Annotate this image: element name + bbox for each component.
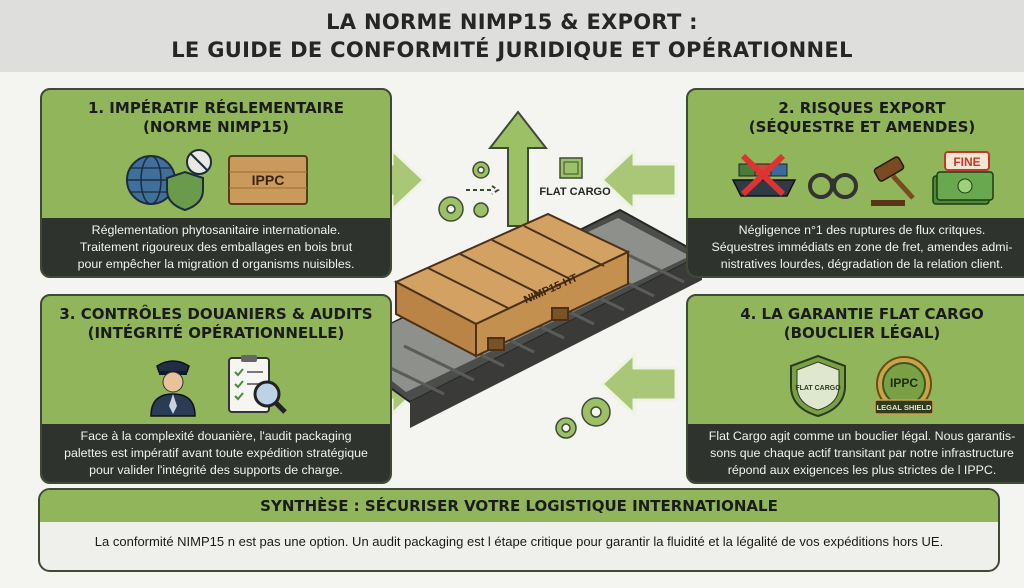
desc-line: Réglementation phytosanitaire internatio… (91, 223, 341, 237)
panel-title: 2. RISQUES EXPORT (SÉQUESTRE ET AMENDES) (688, 99, 1024, 137)
globe-shield-icon (126, 149, 212, 212)
svg-text:LEGAL SHIELD: LEGAL SHIELD (877, 403, 932, 412)
desc-line: sons que chaque actif transitant par not… (710, 446, 1014, 460)
arrow-right-bottom (599, 350, 678, 418)
panel-title-line1: 4. LA GARANTIE FLAT CARGO (740, 305, 984, 323)
panel-title-line2: (BOUCLIER LÉGAL) (783, 324, 941, 342)
panel-title-line1: 2. RISQUES EXPORT (778, 99, 946, 117)
panel-icons (42, 354, 390, 418)
panel-regulatory: 1. IMPÉRATIF RÉGLEMENTAIRE (NORME NIMP15… (40, 88, 392, 278)
desc-line: Négligence n°1 des ruptures de flux crit… (738, 223, 986, 237)
panel-description: Face à la complexité douanière, l'audit … (42, 424, 390, 482)
customs-officer-icon (150, 360, 196, 417)
synthesis-title: SYNTHÈSE : SÉCURISER VOTRE LOGISTIQUE IN… (40, 490, 998, 522)
panel-description: Flat Cargo agit comme un bouclier légal.… (688, 424, 1024, 482)
brand-label: FLAT CARGO (539, 186, 611, 198)
pallet-illustration (393, 212, 631, 358)
svg-text:FINE: FINE (953, 155, 980, 169)
desc-line: pour valider l'intégrité des supports de… (89, 463, 343, 477)
svg-text:IPPC: IPPC (890, 376, 918, 390)
svg-text:FLAT CARGO: FLAT CARGO (795, 385, 841, 392)
panel-customs-audits: 3. CONTRÔLES DOUANIERS & AUDITS (INTÉGRI… (40, 294, 392, 484)
gear-icon (555, 397, 611, 439)
cargo-ship-blocked-icon (731, 153, 797, 197)
panel-icons: IPPC (42, 148, 390, 212)
desc-line: Flat Cargo agit comme un bouclier légal.… (708, 429, 1016, 443)
ippc-seal-icon: IPPC LEGAL SHIELD (874, 356, 934, 415)
flow-dashes (466, 185, 500, 195)
audit-checklist-icon (228, 355, 287, 414)
fine-money-icon: FINE (932, 151, 994, 205)
shield-icon: FLAT CARGO (790, 354, 846, 418)
panel-title: 1. IMPÉRATIF RÉGLEMENTAIRE (NORME NIMP15… (42, 99, 390, 137)
panel-title-line2: (NORME NIMP15) (143, 118, 289, 136)
panel-description: Réglementation phytosanitaire internatio… (42, 218, 390, 276)
desc-line: Séquestres immédiats en zone de fret, am… (711, 240, 1013, 254)
logo-icon (559, 157, 583, 179)
panel-description: Négligence n°1 des ruptures de flux crit… (688, 218, 1024, 276)
panel-title: 4. LA GARANTIE FLAT CARGO (BOUCLIER LÉGA… (688, 305, 1024, 343)
handcuffs-icon (808, 173, 858, 199)
page-header: LA NORME NIMP15 & EXPORT : LE GUIDE DE C… (0, 0, 1024, 72)
panel-flat-cargo-guarantee: 4. LA GARANTIE FLAT CARGO (BOUCLIER LÉGA… (686, 294, 1024, 484)
panel-title-line2: (INTÉGRITÉ OPÉRATIONNELLE) (87, 324, 345, 342)
panel-icons: FLAT CARGO IPPC LEGAL SHIELD (688, 354, 1024, 418)
gear-icon (438, 161, 490, 222)
panel-export-risks: 2. RISQUES EXPORT (SÉQUESTRE ET AMENDES) (686, 88, 1024, 278)
arrow-right-top (599, 146, 678, 214)
arrow-up (487, 110, 549, 227)
svg-text:IPPC: IPPC (252, 172, 285, 188)
panel-icons: FINE (688, 148, 1024, 212)
desc-line: pour empêcher la migration d organisms n… (77, 257, 355, 271)
gavel-icon (871, 156, 915, 206)
panel-title-line2: (SÉQUESTRE ET AMENDES) (748, 118, 976, 136)
page-title-line2: LE GUIDE DE CONFORMITÉ JURIDIQUE ET OPÉR… (171, 38, 853, 62)
desc-line: nistratives lourdes, dégradation de la r… (720, 257, 1004, 271)
desc-line: Face à la complexité douanière, l'audit … (80, 429, 352, 443)
desc-line: Traitement rigoureux des emballages en b… (79, 240, 353, 254)
synthesis-box: SYNTHÈSE : SÉCURISER VOTRE LOGISTIQUE IN… (38, 488, 1000, 572)
page-title-line1: LA NORME NIMP15 & EXPORT : (326, 10, 698, 34)
synthesis-text: La conformité NIMP15 n est pas une optio… (94, 534, 944, 549)
panel-title-line1: 3. CONTRÔLES DOUANIERS & AUDITS (59, 305, 373, 323)
panel-title-line1: 1. IMPÉRATIF RÉGLEMENTAIRE (87, 99, 345, 117)
panel-title: 3. CONTRÔLES DOUANIERS & AUDITS (INTÉGRI… (42, 305, 390, 343)
ippc-wood-stamp-icon: IPPC (228, 155, 308, 205)
desc-line: répond aux exigences les plus strictes d… (727, 463, 997, 477)
desc-line: palettes est impératif avant toute expéd… (64, 446, 368, 460)
